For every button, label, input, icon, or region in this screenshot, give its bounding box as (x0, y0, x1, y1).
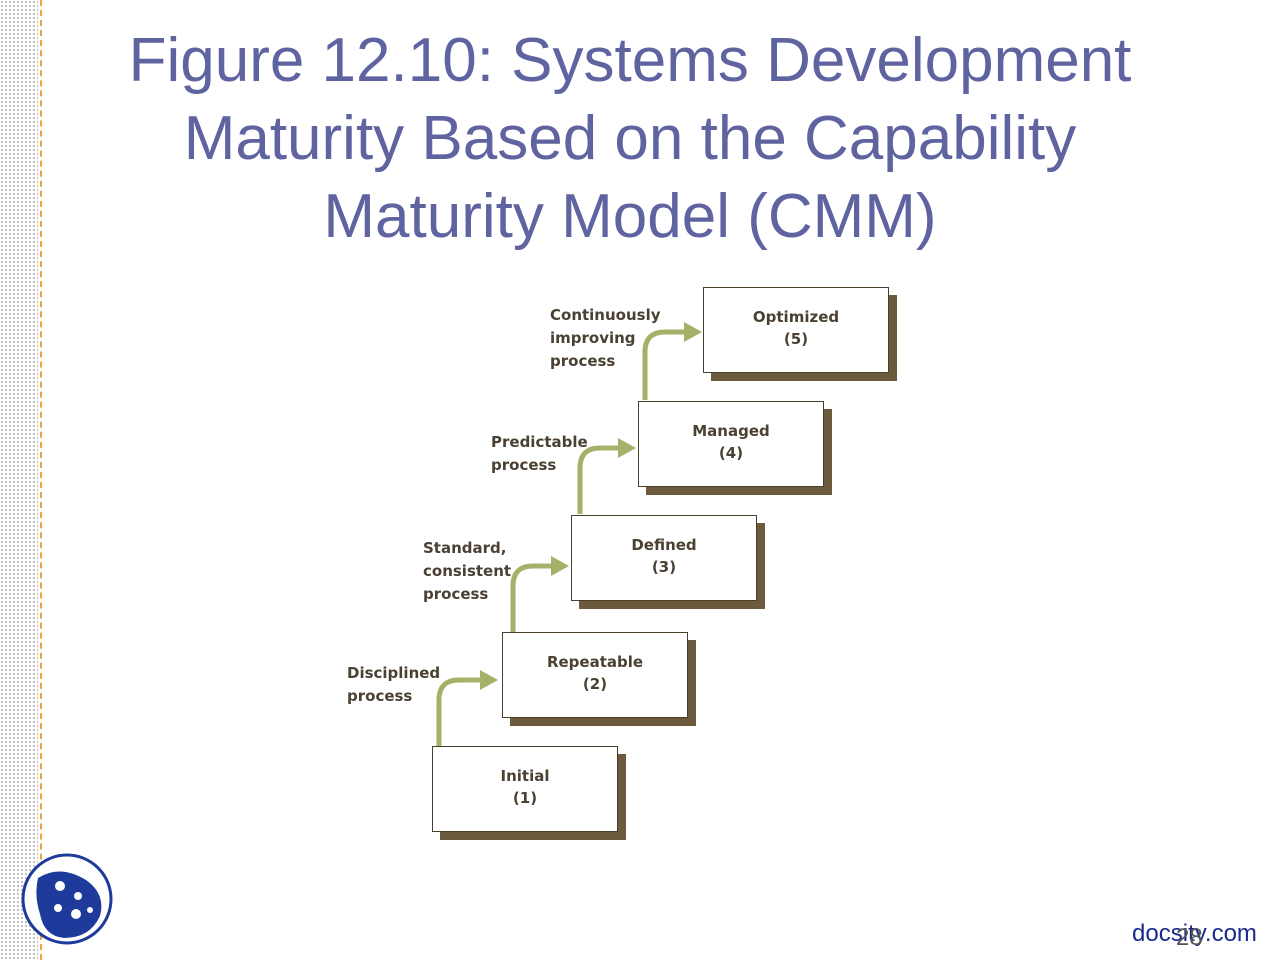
process-label-standard: Standard, consistent process (423, 537, 511, 606)
label-line: Continuously (550, 306, 661, 324)
page-number: 28 (1176, 924, 1203, 951)
stage-level: (3) (651, 558, 677, 576)
arrowhead (480, 670, 498, 690)
stage-level: (2) (582, 675, 608, 693)
label-line: Predictable (491, 433, 588, 451)
slide-title: Figure 12.10: Systems Development Maturi… (60, 22, 1200, 256)
label-line: process (423, 585, 489, 603)
stage-box-optimized: Optimized (5) (703, 287, 889, 373)
stage-box-defined: Defined (3) (571, 515, 757, 601)
title-line: Maturity Based on the Capability (183, 104, 1077, 173)
docsity-logo-icon (21, 853, 113, 945)
stage-name: Optimized (752, 308, 840, 326)
arrow-2-to-3 (510, 563, 553, 632)
stage-level: (1) (512, 789, 538, 807)
stage-level: (5) (783, 330, 809, 348)
label-line: Disciplined (347, 664, 441, 682)
arrowhead (551, 556, 569, 576)
label-line: consistent (423, 562, 512, 580)
label-line: Standard, (423, 539, 507, 557)
arrow-3-to-4 (577, 445, 620, 514)
stage-box-repeatable: Repeatable (2) (502, 632, 688, 718)
label-line: process (347, 687, 413, 705)
stage-name: Managed (692, 422, 770, 440)
label-line: process (491, 456, 557, 474)
arrowhead (618, 438, 636, 458)
label-line: process (550, 352, 616, 370)
process-label-disciplined: Disciplined process (347, 662, 440, 708)
process-label-continuously: Continuously improving process (550, 304, 661, 373)
process-label-predictable: Predictable process (491, 431, 588, 477)
stage-name: Defined (631, 536, 697, 554)
stage-level: (4) (718, 444, 744, 462)
footer-brand[interactable]: docsity.com (1132, 920, 1257, 947)
decorative-dashed-border (40, 0, 42, 960)
arrow-4-to-5 (642, 329, 686, 400)
stage-name: Initial (500, 767, 550, 785)
decorative-dot-strip (0, 0, 38, 960)
stage-box-initial: Initial (1) (432, 746, 618, 832)
arrowhead (684, 322, 702, 342)
arrow-1-to-2 (436, 677, 482, 746)
label-line: improving (550, 329, 636, 347)
title-line: Figure 12.10: Systems Development (128, 26, 1132, 95)
title-line: Maturity Model (CMM) (323, 182, 937, 251)
stage-name: Repeatable (546, 653, 644, 671)
stage-box-managed: Managed (4) (638, 401, 824, 487)
